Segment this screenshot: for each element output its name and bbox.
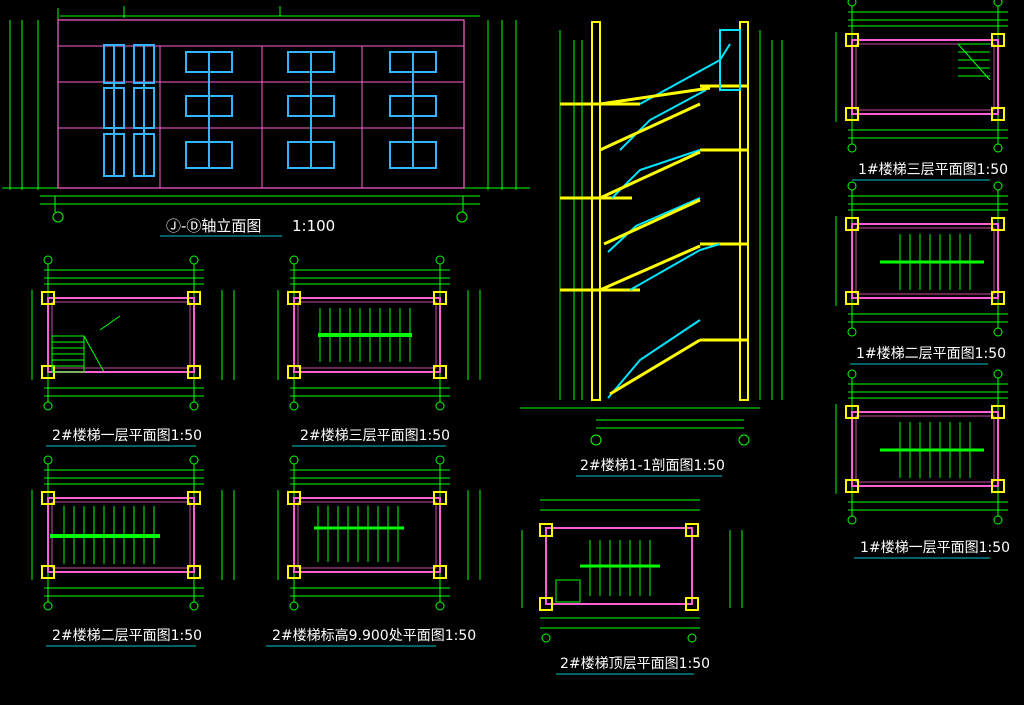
plan-2-floor1-title: 2#楼梯一层平面图1:50 [52,428,202,444]
plan-2-level-stairs [317,506,399,562]
elevation-title: Ⓙ-Ⓓ轴立面图 [166,217,261,235]
section-flights-cyan [607,29,741,399]
plan-2-floor3-title: 2#楼梯三层平面图1:50 [300,428,450,444]
elevation-floor-lines [58,45,464,188]
stair-section: 2#楼梯1-1剖面图1:50 [520,21,783,477]
plan-2-top: 2#楼梯顶层平面图1:50 [521,499,743,675]
plan-2-floor1-stairs [51,315,121,373]
plan-2-top-title: 2#楼梯顶层平面图1:50 [560,656,710,672]
plan-2-top-stairs [555,540,651,603]
plan-1-floor2: 1#楼梯二层平面图1:50 [835,181,1024,365]
plan-2-floor2: 2#楼梯二层平面图1:50 [31,455,235,647]
plan-1-floor2-title: 1#楼梯二层平面图1:50 [856,346,1006,362]
section-title: 2#楼梯1-1剖面图1:50 [580,458,725,474]
plan-1-floor3-title: 1#楼梯三层平面图1:50 [858,162,1008,178]
stair-tower-windows [103,44,155,177]
elevation-view: Ⓙ-Ⓓ轴立面图 1:100 [2,6,530,237]
elevation-scale: 1:100 [292,217,335,235]
plan-2-level-title: 2#楼梯标高9.900处平面图1:50 [272,627,476,644]
plan-2-floor3: 2#楼梯三层平面图1:50 [277,255,481,447]
plan-1-floor1: 1#楼梯一层平面图1:50 [835,369,1024,559]
plan-2-floor2-title: 2#楼梯二层平面图1:50 [52,628,202,644]
plan-1-floor3-stairs [957,43,991,81]
plan-1-floor1-title: 1#楼梯一层平面图1:50 [860,540,1010,556]
plan-2-floor1: 2#楼梯一层平面图1:50 [31,255,235,447]
plan-2-level: 2#楼梯标高9.900处平面图1:50 [266,455,481,647]
elevation-windows [185,51,437,169]
elevation-dimension-lines [2,6,530,223]
plan-1-floor3: 1#楼梯三层平面图1:50 [835,0,1024,181]
section-flights-yellow [599,86,711,396]
section-dimension-lines [520,30,783,446]
plan-2-top-dimensions [521,499,743,643]
